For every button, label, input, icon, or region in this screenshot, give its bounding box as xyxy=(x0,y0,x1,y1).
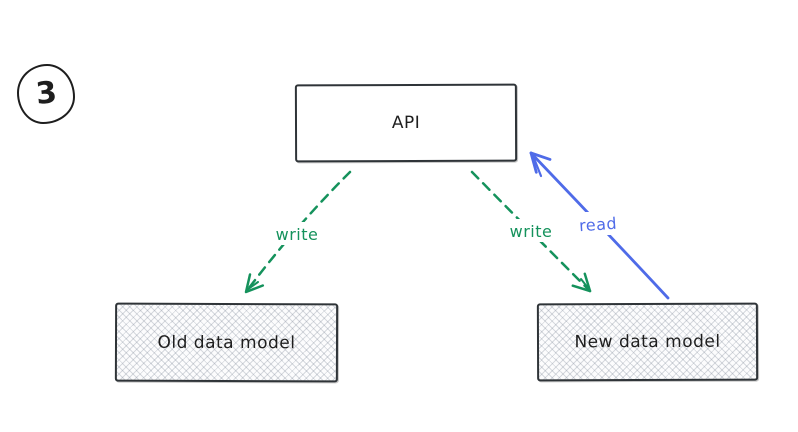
arrow-write-old-label-bg xyxy=(271,222,323,245)
step-number-badge[interactable]: 3 xyxy=(17,64,75,124)
arrow-write-new-label: write xyxy=(510,222,553,241)
arrow-write-new[interactable]: write xyxy=(470,170,592,293)
arrow-write-old-label: write xyxy=(276,225,319,244)
arrow-read-label-bg xyxy=(574,212,622,235)
arrow-write-new-label-bg xyxy=(505,219,557,242)
arrow-read-label: read xyxy=(578,214,617,236)
arrow-read-new[interactable]: read xyxy=(529,151,670,300)
arrow-write-old[interactable]: write xyxy=(244,170,352,294)
